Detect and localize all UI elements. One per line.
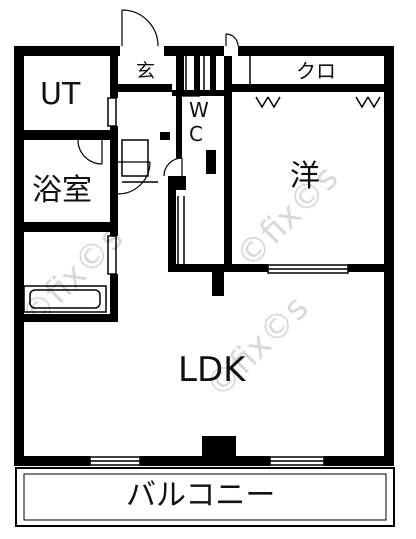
closet-markers: [255, 96, 381, 109]
partition-lines: [23, 56, 323, 313]
label-closet: クロ: [296, 59, 336, 83]
balcony-inner-line: [23, 473, 387, 521]
label-wc-c: C: [189, 122, 203, 146]
label-western-room: 洋: [290, 159, 320, 194]
exterior-walls: [14, 46, 394, 466]
label-entrance: 玄: [136, 60, 156, 82]
label-ldk: LDK: [178, 350, 246, 390]
label-balcony: バルコニー: [126, 478, 276, 513]
label-ut: UT: [40, 77, 81, 112]
interior-walls: [14, 56, 384, 322]
door-swings: [77, 9, 239, 195]
watermark-3: ©fix©s: [228, 158, 346, 276]
balcony-outline: [15, 467, 395, 527]
label-bathroom: 浴室: [32, 173, 92, 208]
label-wc-w: W: [189, 98, 209, 122]
